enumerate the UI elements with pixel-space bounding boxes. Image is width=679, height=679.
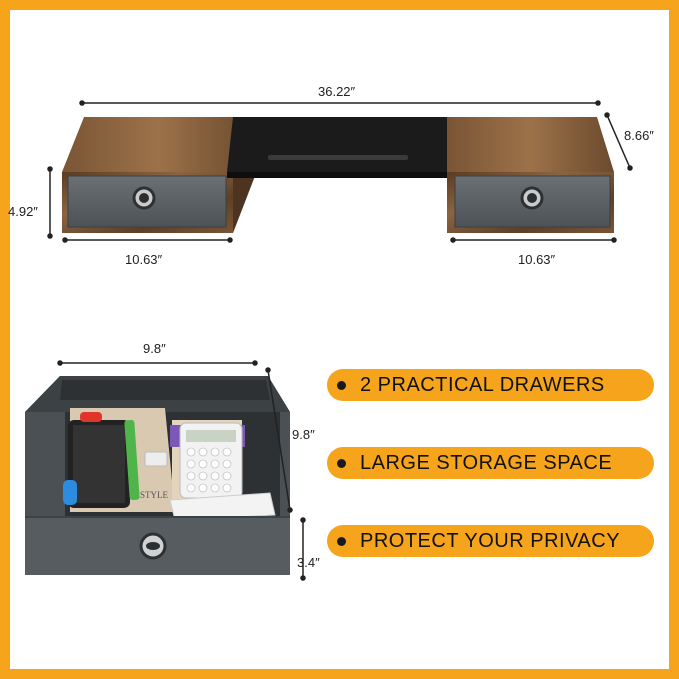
height-label: 4.92″ — [8, 204, 38, 219]
center-monitor-shelf — [227, 117, 447, 178]
right-section-width-label: 10.63″ — [518, 252, 556, 267]
bullet-icon — [337, 536, 346, 546]
feature-label: LARGE STORAGE SPACE — [360, 451, 613, 474]
bullet-icon — [337, 380, 346, 390]
left-drawer-handle-hole — [139, 193, 149, 203]
depth-line — [606, 114, 631, 169]
dimension-lines-top — [47, 100, 633, 243]
depth-label: 8.66″ — [624, 128, 654, 143]
open-drawer-illustration — [25, 376, 290, 575]
total-width-label: 36.22″ — [318, 84, 356, 99]
calculator-keys — [186, 447, 232, 493]
center-shelf-edge — [227, 172, 447, 178]
bullet-icon — [337, 458, 346, 468]
console-screen — [73, 425, 125, 503]
dimension-lines-bottom — [57, 360, 306, 581]
console-joycon-blue — [63, 480, 77, 505]
eraser — [144, 451, 168, 467]
right-unit-top — [447, 117, 614, 172]
highlighter-pen — [124, 419, 140, 501]
left-section-width-label: 10.63″ — [125, 252, 163, 267]
center-shelf-top — [227, 117, 447, 172]
drawer-depth-line — [267, 369, 291, 511]
right-drawer-handle-hole — [527, 193, 537, 203]
feature-pill-drawers: 2 PRACTICAL DRAWERS — [327, 369, 654, 401]
right-storage-unit — [447, 117, 614, 233]
drawer-width-label: 9.8″ — [143, 341, 166, 356]
open-drawer-handle-hole — [146, 542, 160, 550]
feature-pill-privacy: PROTECT YOUR PRIVACY — [327, 525, 654, 557]
left-unit-top — [62, 117, 255, 172]
book-title-text: STYLE — [140, 490, 168, 500]
console-joycon-red — [80, 412, 102, 422]
drawer-height-label: 3.4″ — [297, 555, 320, 570]
calculator-display — [186, 430, 236, 442]
feature-label: PROTECT YOUR PRIVACY — [360, 529, 621, 552]
drawer-depth-label: 9.8″ — [292, 427, 315, 442]
phone-slot — [268, 155, 408, 160]
tissue-box — [169, 492, 276, 521]
feature-pill-storage: LARGE STORAGE SPACE — [327, 447, 654, 479]
feature-label: 2 PRACTICAL DRAWERS — [360, 373, 605, 396]
drawer-inner-back — [60, 380, 270, 400]
left-storage-unit — [62, 117, 255, 233]
